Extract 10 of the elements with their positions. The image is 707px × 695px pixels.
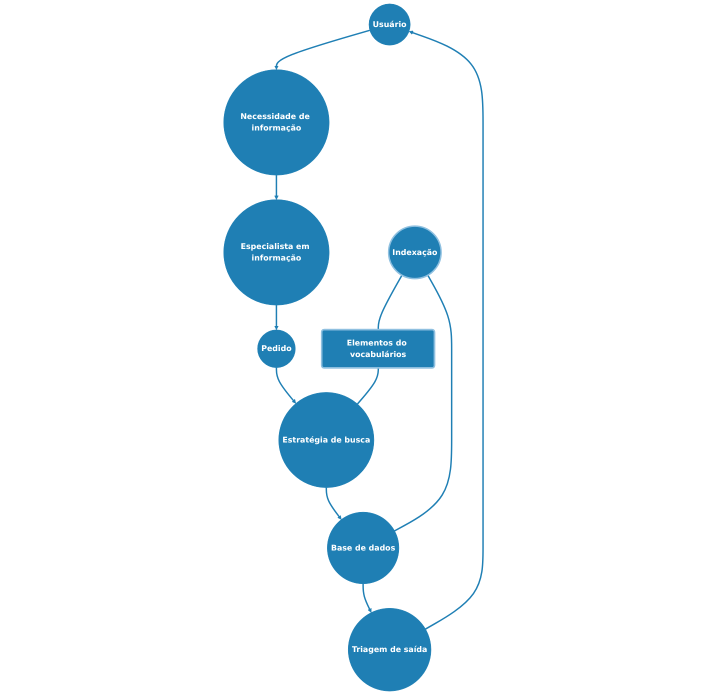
- arrow: [274, 30, 370, 70]
- arrow: [408, 30, 484, 630]
- arrow: [326, 488, 342, 520]
- connector: [378, 274, 403, 330]
- arrow: [274, 305, 279, 330]
- connector: [394, 274, 452, 532]
- arrow: [274, 175, 279, 200]
- arrow: [276, 368, 296, 404]
- connector: [357, 368, 380, 404]
- arrow: [362, 584, 372, 613]
